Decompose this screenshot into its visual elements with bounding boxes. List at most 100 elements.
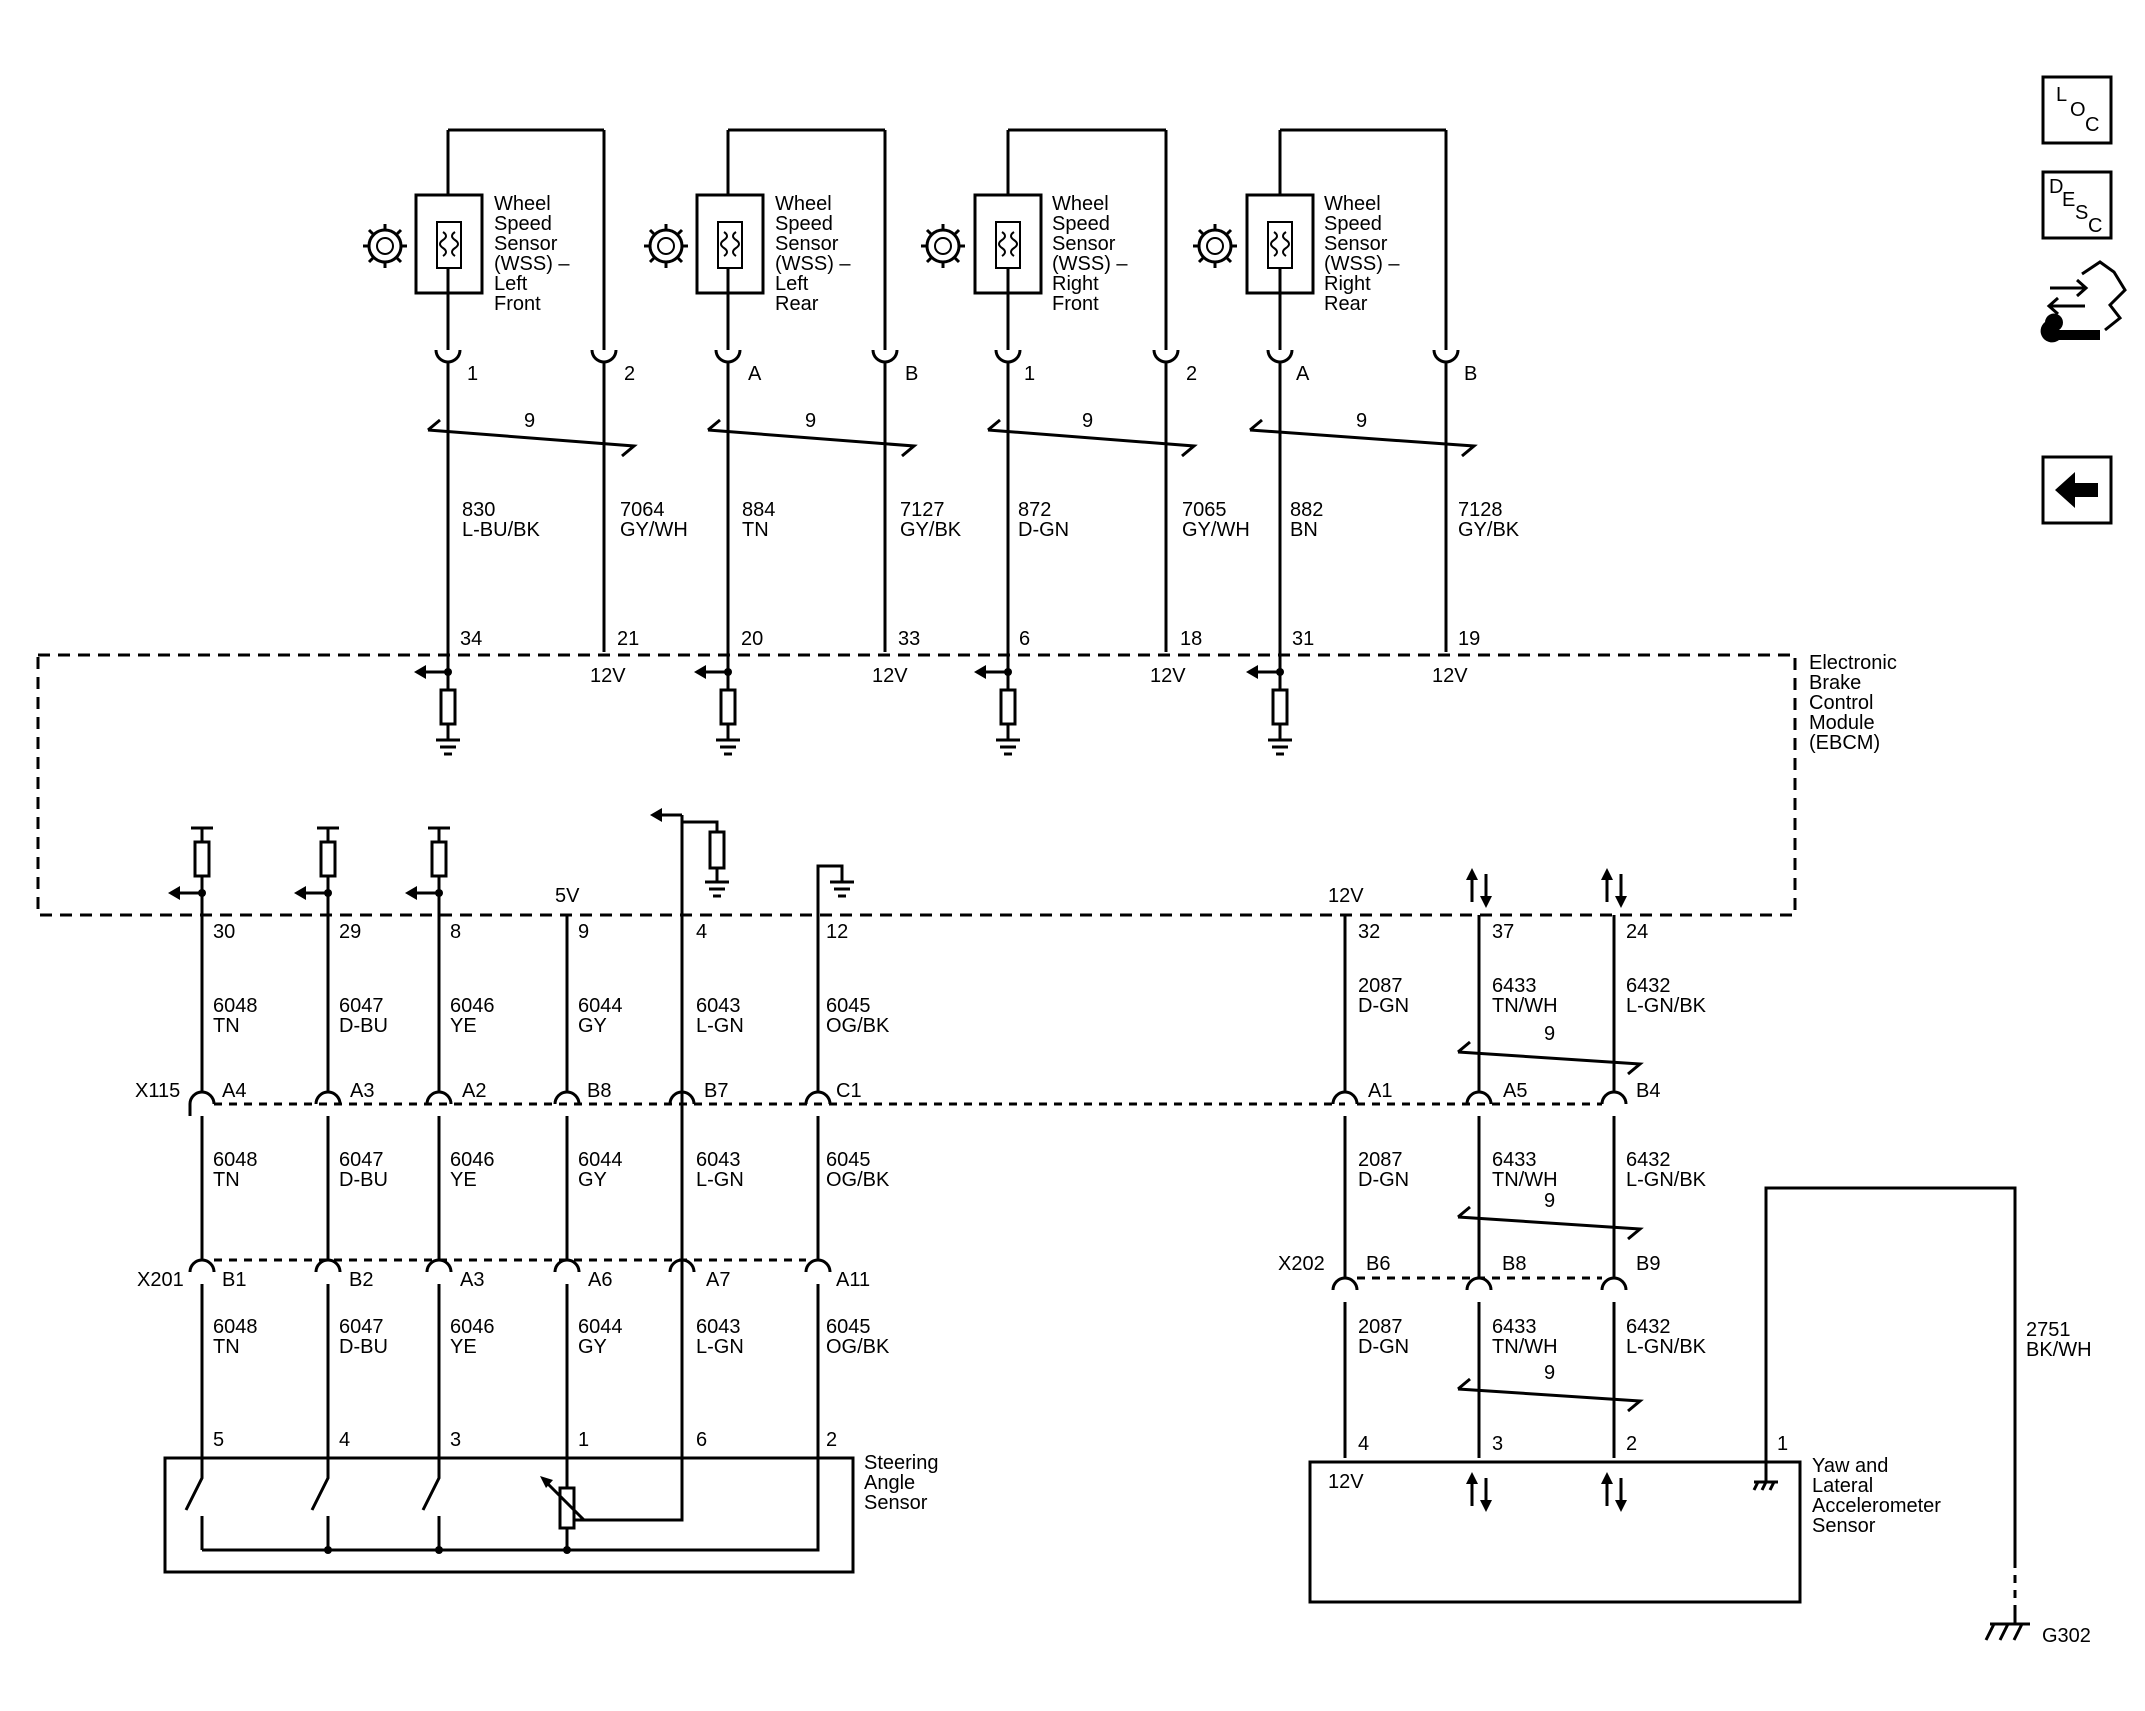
yaw-sensor-name-4: Sensor bbox=[1812, 1515, 1876, 1537]
x201-pin: A11 bbox=[836, 1269, 870, 1291]
steering-sensor-name-3: Sensor bbox=[864, 1492, 928, 1514]
wss-name-line-3: Sensor bbox=[1052, 233, 1116, 255]
wss-sig-circuit: 872 bbox=[1018, 499, 1051, 521]
wss-name-line-2: Speed bbox=[1052, 213, 1110, 235]
circuit-color: D-GN bbox=[1358, 1169, 1409, 1191]
ebcm-pin-sig: 20 bbox=[741, 628, 763, 650]
yaw-lateral-sensor: 12V 1 2751 BK/WH G302 Yaw and Lateral Ac… bbox=[1308, 1186, 2092, 1647]
wss-name-line-1: Wheel bbox=[1324, 193, 1381, 215]
sensor-pin: 3 bbox=[1492, 1433, 1503, 1455]
yaw-circuits: X202 9 9 9 32 2087 D-GN A1 2087 D-GN B6 … bbox=[1278, 915, 1707, 1458]
circuit-number: 6044 bbox=[578, 1316, 623, 1338]
circuit-color: YE bbox=[450, 1336, 477, 1358]
circuit-color: YE bbox=[450, 1169, 477, 1191]
x115-pin: B8 bbox=[587, 1080, 611, 1102]
wss-name-line-3: Sensor bbox=[1324, 233, 1388, 255]
gear-icon bbox=[363, 224, 407, 268]
bidirectional-arrow-icon bbox=[1601, 1472, 1627, 1512]
ebcm-pin: 32 bbox=[1358, 921, 1380, 943]
desc-letter-4: C bbox=[2088, 215, 2102, 237]
wss-right-rear: Wheel Speed Sensor (WSS) – Right Rear A … bbox=[1193, 128, 1520, 756]
wss-sig-circuit: 884 bbox=[742, 499, 775, 521]
circuit-number: 6433 bbox=[1492, 975, 1537, 997]
ebcm-pin: 12 bbox=[826, 921, 848, 943]
twist-label: 9 bbox=[1356, 410, 1367, 432]
desc-letter-1: D bbox=[2049, 176, 2063, 198]
circuit-color: GY bbox=[578, 1169, 607, 1191]
circuit-color: TN/WH bbox=[1492, 995, 1558, 1017]
wss-name-line-5: Right bbox=[1324, 273, 1371, 295]
ground-circuit: 2751 bbox=[2026, 1319, 2071, 1341]
wss-name-line-5: Left bbox=[775, 273, 809, 295]
circuit-number: 6043 bbox=[696, 1316, 741, 1338]
circuit-number: 6433 bbox=[1492, 1316, 1537, 1338]
wss-sig-circuit: 830 bbox=[462, 499, 495, 521]
circuit-number: 6043 bbox=[696, 995, 741, 1017]
ebcm-boundary bbox=[36, 653, 1797, 917]
supply-12v: 12V bbox=[872, 665, 908, 687]
ebcm-pin: 29 bbox=[339, 921, 361, 943]
wss-name-line-2: Speed bbox=[494, 213, 552, 235]
bidirectional-arrow-icon bbox=[1601, 868, 1627, 908]
circuit-color: L-GN bbox=[696, 1336, 744, 1358]
circuit-color: GY bbox=[578, 1336, 607, 1358]
ebcm-pin: 30 bbox=[213, 921, 235, 943]
wss-right-front: Wheel Speed Sensor (WSS) – Right Front 1… bbox=[921, 128, 1250, 756]
ebcm-name-line-2: Brake bbox=[1809, 672, 1861, 694]
circuit-color: D-GN bbox=[1358, 995, 1409, 1017]
x115-pin: C1 bbox=[836, 1080, 862, 1102]
x202-label: X202 bbox=[1278, 1253, 1325, 1275]
wss-name-line-4: (WSS) – bbox=[494, 253, 570, 275]
circuit-color: OG/BK bbox=[826, 1169, 890, 1191]
x202-pin: B9 bbox=[1636, 1253, 1660, 1275]
gear-icon bbox=[921, 224, 965, 268]
circuit-color: L-GN/BK bbox=[1626, 1169, 1707, 1191]
circuit-number: 6045 bbox=[826, 1149, 871, 1171]
wss-name-line-1: Wheel bbox=[775, 193, 832, 215]
loc-icon[interactable]: L O C bbox=[2041, 75, 2113, 145]
circuit-number: 2087 bbox=[1358, 1316, 1403, 1338]
circuit-number: 6433 bbox=[1492, 1149, 1537, 1171]
circuit-color: L-GN bbox=[696, 1015, 744, 1037]
desc-letter-3: S bbox=[2075, 202, 2088, 224]
circuit-color: TN bbox=[213, 1336, 240, 1358]
wss-pin-low: B bbox=[1464, 363, 1477, 385]
wss-low-circuit: 7128 bbox=[1458, 499, 1503, 521]
ebcm-pin-sig: 31 bbox=[1292, 628, 1314, 650]
circuit-number: 6046 bbox=[450, 995, 495, 1017]
supply-12v: 12V bbox=[1150, 665, 1186, 687]
circuit-number: 6047 bbox=[339, 1149, 384, 1171]
x115-pin: B4 bbox=[1636, 1080, 1660, 1102]
circuit-number: 6044 bbox=[578, 1149, 623, 1171]
bidirectional-arrow-icon bbox=[1466, 1472, 1492, 1512]
back-button[interactable] bbox=[2041, 455, 2113, 525]
x115-pin: A3 bbox=[350, 1080, 374, 1102]
loc-letter-1: L bbox=[2056, 84, 2067, 106]
circuit-number: 6047 bbox=[339, 995, 384, 1017]
ebcm-name-line-5: (EBCM) bbox=[1809, 732, 1880, 754]
sensor-pin: 2 bbox=[826, 1429, 837, 1451]
hand-wrench-icon[interactable] bbox=[2040, 260, 2127, 343]
ebcm-name-line-4: Module bbox=[1809, 712, 1875, 734]
bidirectional-arrow-icon bbox=[1466, 868, 1492, 908]
yaw-sensor-name-2: Lateral bbox=[1812, 1475, 1873, 1497]
x115-pin: B7 bbox=[704, 1080, 728, 1102]
wss-low-circuit: 7127 bbox=[900, 499, 945, 521]
wss-name-line-1: Wheel bbox=[494, 193, 551, 215]
desc-icon[interactable]: D E S C bbox=[2041, 170, 2113, 240]
wss-name-line-6: Front bbox=[1052, 293, 1099, 315]
wss-name-line-4: (WSS) – bbox=[1324, 253, 1400, 275]
x202-pin: B6 bbox=[1366, 1253, 1390, 1275]
sensor-pin: 2 bbox=[1626, 1433, 1637, 1455]
wss-name-line-2: Speed bbox=[1324, 213, 1382, 235]
wss-low-circuit: 7065 bbox=[1182, 499, 1227, 521]
sensor-pin: 5 bbox=[213, 1429, 224, 1451]
circuit-number: 2087 bbox=[1358, 975, 1403, 997]
wss-name-line-4: (WSS) – bbox=[775, 253, 851, 275]
sensor-pin: 1 bbox=[578, 1429, 589, 1451]
ebcm-internal-yaw: 12V bbox=[1328, 868, 1627, 908]
circuit-number: 6043 bbox=[696, 1149, 741, 1171]
circuit-color: OG/BK bbox=[826, 1336, 890, 1358]
circuit-color: L-GN/BK bbox=[1626, 1336, 1707, 1358]
